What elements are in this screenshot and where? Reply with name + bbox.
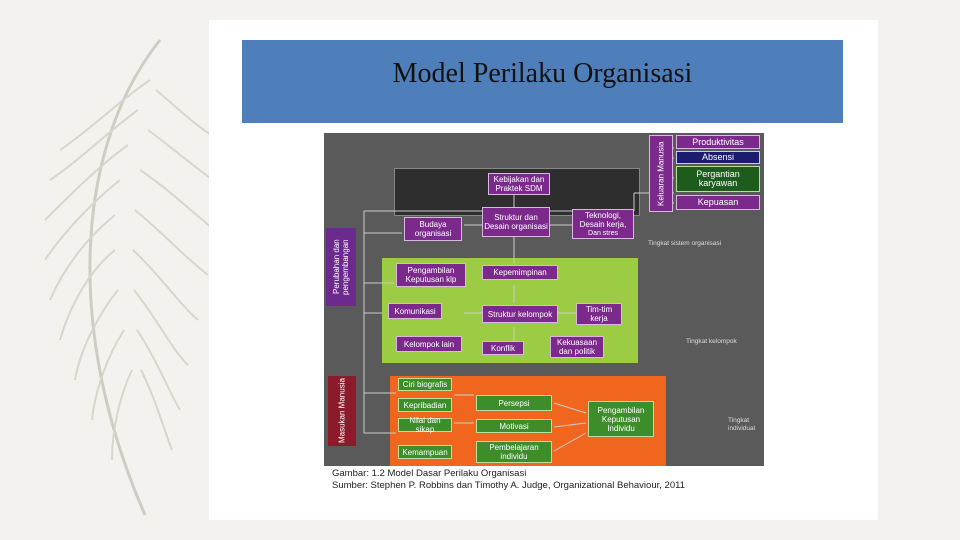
work-teams-node: Tim-tim kerja [576,303,622,325]
tech-node: Teknologi, Desain kerja, Dan stres [572,209,634,239]
communication-node: Komunikasi [388,303,442,319]
feather-decoration-icon [44,39,221,516]
caption-line-2: Sumber: Stephen P. Robbins dan Timothy A… [332,480,685,491]
title-bar: Model Perilaku Organisasi [242,40,843,123]
conflict-node: Konflik [482,341,524,355]
caption-line-1: Gambar: 1.2 Model Dasar Perilaku Organis… [332,468,527,479]
leadership-node: Kepemimpinan [482,265,558,280]
slide-title: Model Perilaku Organisasi [392,58,693,89]
personality-node: Kepribadian [398,398,452,412]
biographic-node: Ciri biografis [398,378,452,391]
values-attitudes-node: Nilai dan sikap [398,416,452,434]
hr-policy-node: Kebijakan dan Praktek SDM [488,173,550,195]
structure-design-node: Struktur dan Desain organisasi [482,207,550,237]
other-groups-node: Kelompok lain [396,336,462,352]
group-level-label: Tingkat kelompok [686,338,737,345]
tech-label: Teknologi, Desain kerja, [579,210,627,229]
perception-node: Persepsi [476,395,552,411]
power-politics-node: Kekuasaan dan politik [550,336,604,358]
group-structure-node: Struktur kelompok [482,305,558,323]
output-productivity: Produktivitas [676,135,760,149]
group-decision-node: Pengambilan Keputusan klp [396,263,466,287]
learning-node: Pembelajaran individu [476,441,552,463]
stress-label: Dan stres [588,229,618,237]
system-level-label: Tingkat sistem organisasi [648,240,722,247]
change-label: Perubahan dan pengembangan [326,228,356,306]
culture-node: Budaya organisasi [404,217,462,241]
output-satisfaction: Kepuasan [676,195,760,210]
outputs-label: Keluaran Manusia [649,135,673,212]
motivation-node: Motivasi [476,419,552,433]
output-absence: Absensi [676,151,760,164]
figure-caption: Gambar: 1.2 Model Dasar Perilaku Organis… [332,468,685,492]
output-turnover: Pergantian karyawan [676,166,760,192]
input-label: Masukan Manusia [328,376,356,446]
ability-node: Kemampuan [398,445,452,459]
individual-decision-node: Pengambilan Keputusan Individu [588,401,654,437]
ob-model-diagram: Keluaran Manusia Produktivitas Absensi P… [324,133,764,466]
individual-level-label: Tingkat individual [728,417,756,432]
